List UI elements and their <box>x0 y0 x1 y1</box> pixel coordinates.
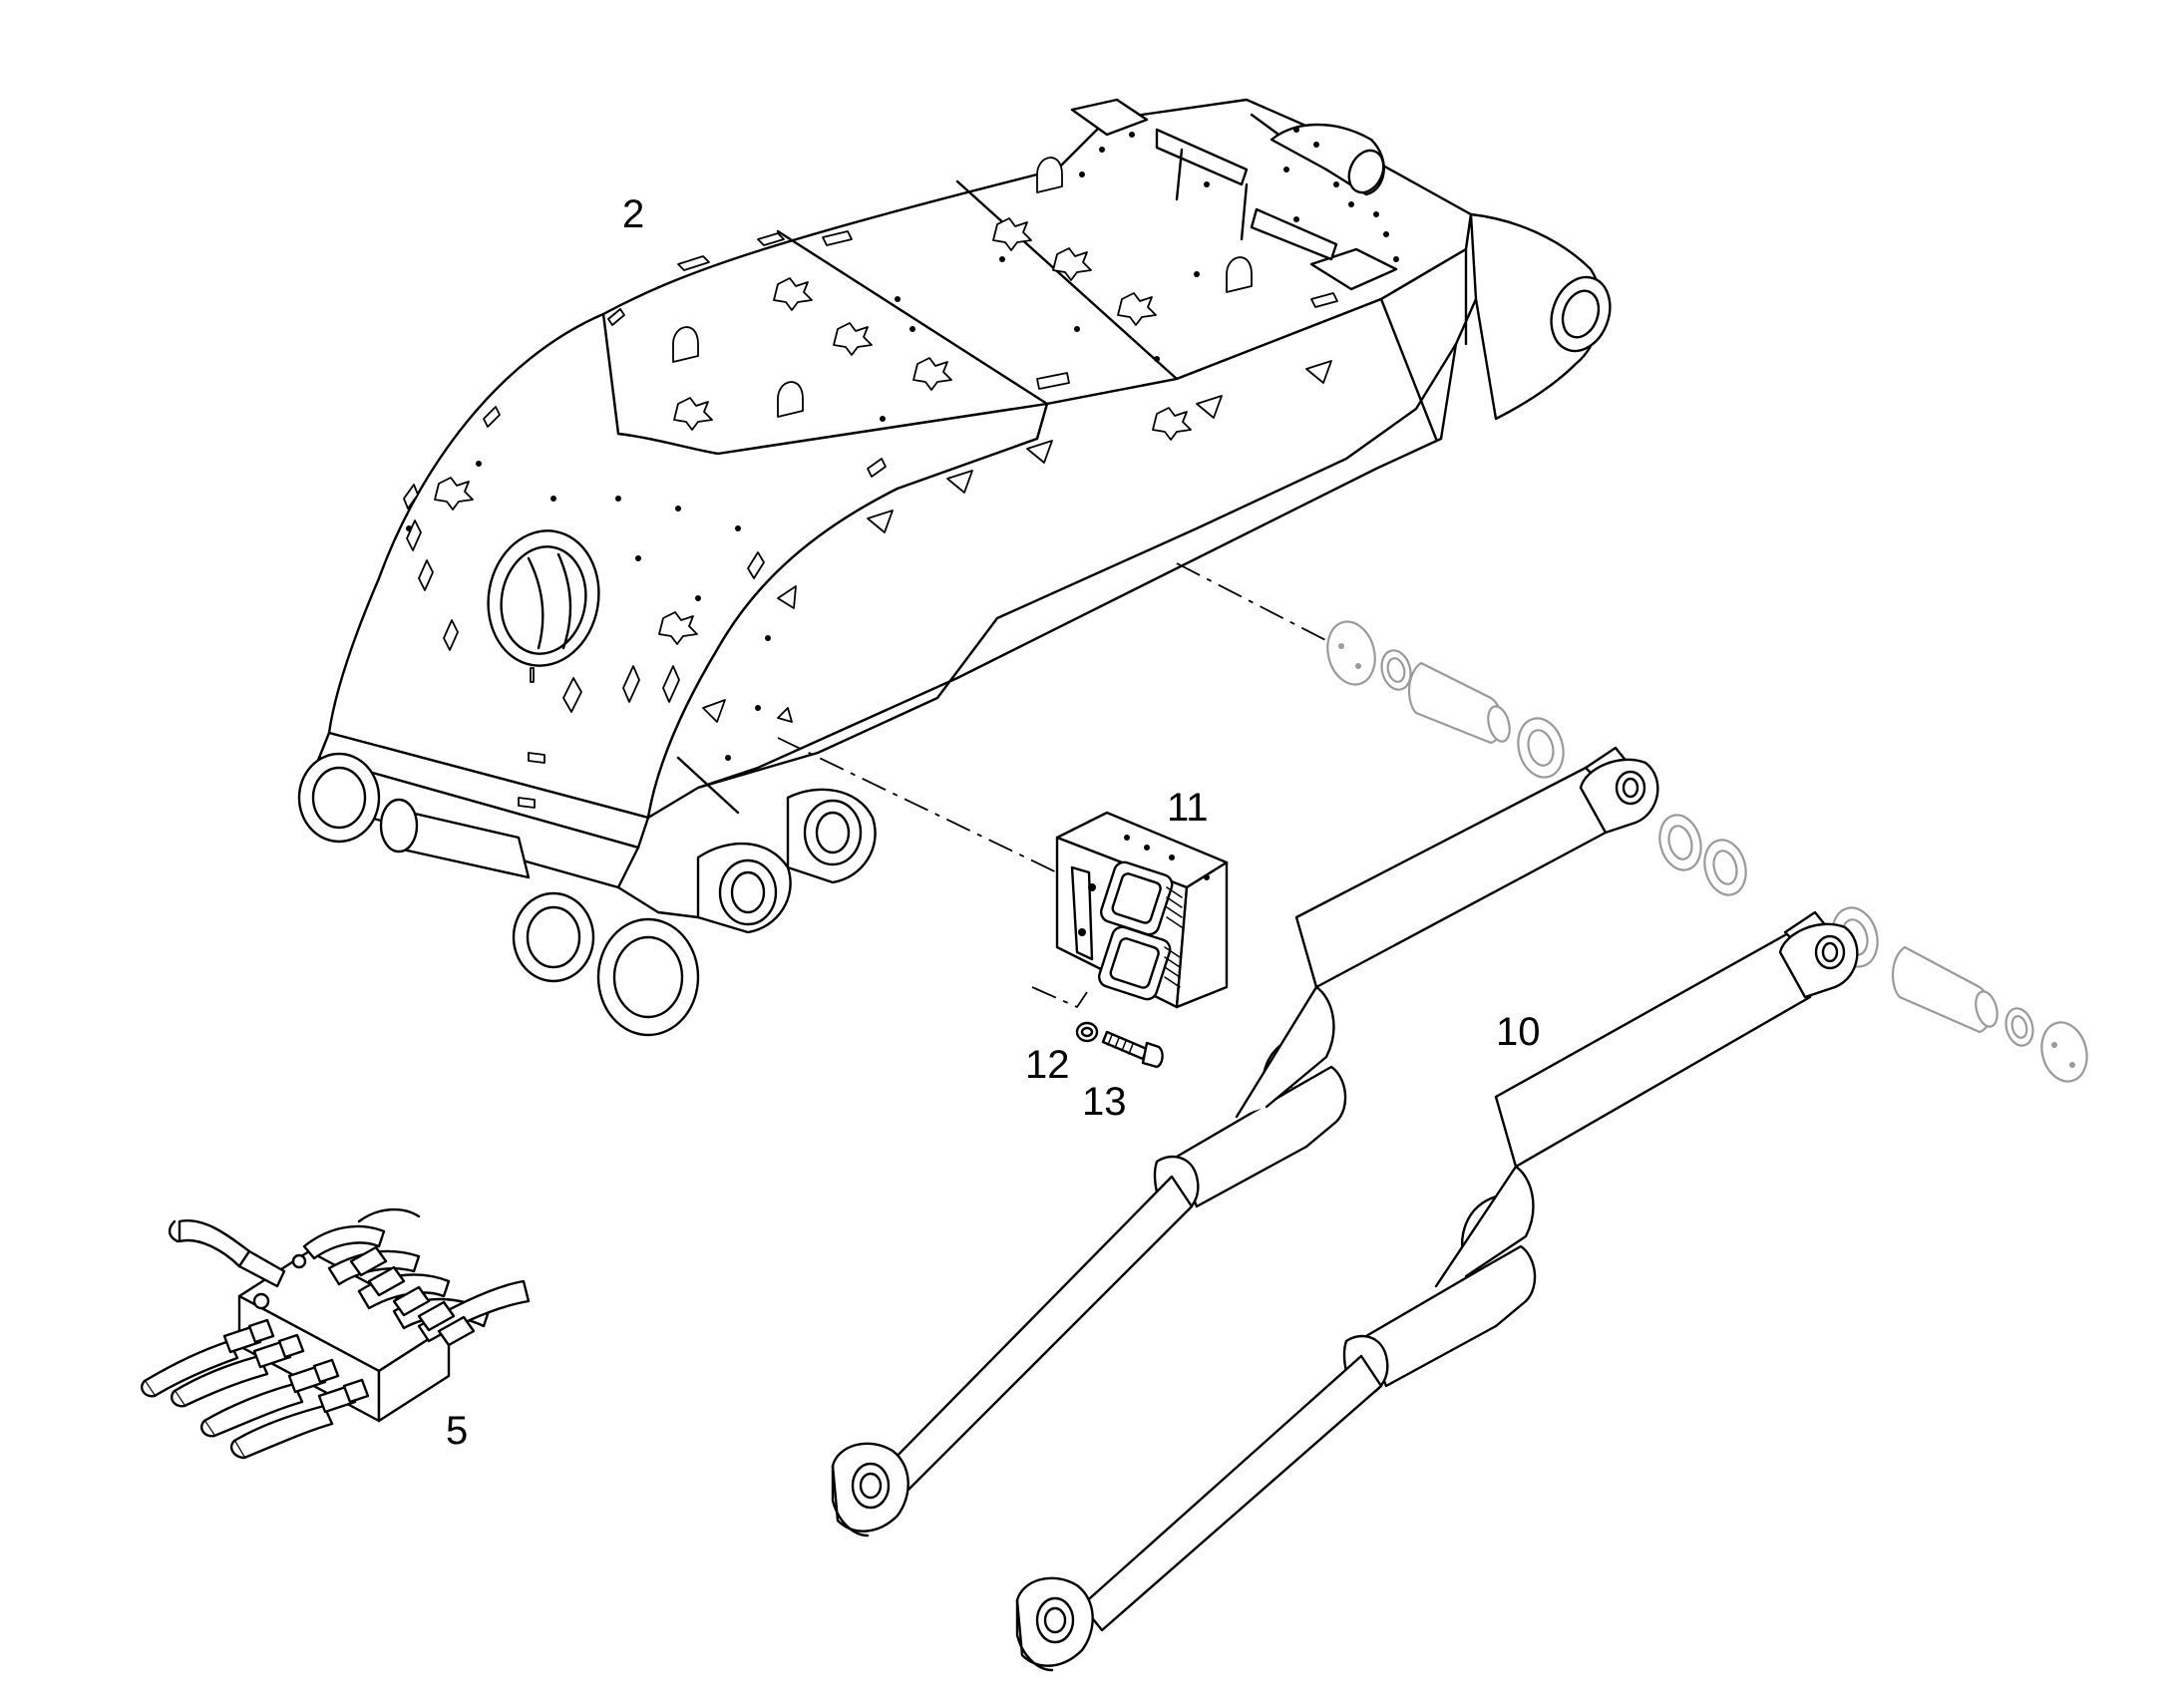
callout-10: 10 <box>1496 1010 1541 1054</box>
arm-rivet-dots <box>406 127 1399 761</box>
centerline-bracket <box>777 737 1068 878</box>
washer-part-12 <box>1075 1021 1099 1043</box>
bracket-housing-part-11 <box>1055 811 1229 1009</box>
callout-5: 5 <box>446 1409 469 1453</box>
callout-13: 13 <box>1082 1080 1127 1124</box>
pin-assembly-lower <box>1658 814 2088 1083</box>
pin-assembly-upper <box>1326 620 1565 779</box>
centerline-pin-upper <box>1176 562 1332 644</box>
arm-surface-features <box>403 157 1338 809</box>
callout-12: 12 <box>1025 1043 1070 1087</box>
valve-block-part-5 <box>141 1207 531 1460</box>
arm-body-part-2 <box>297 98 1612 1037</box>
callout-11: 11 <box>1167 786 1209 830</box>
valve-fittings-front <box>222 1318 370 1414</box>
callout-2: 2 <box>622 192 645 236</box>
valve-fittings-rear <box>349 1245 476 1347</box>
hydraulic-cylinder-upper <box>831 746 1659 1537</box>
hydraulic-cylinder-lower <box>1015 910 1859 1672</box>
bolt-part-13 <box>1101 1030 1164 1069</box>
centerline-bolt <box>1031 986 1088 1009</box>
